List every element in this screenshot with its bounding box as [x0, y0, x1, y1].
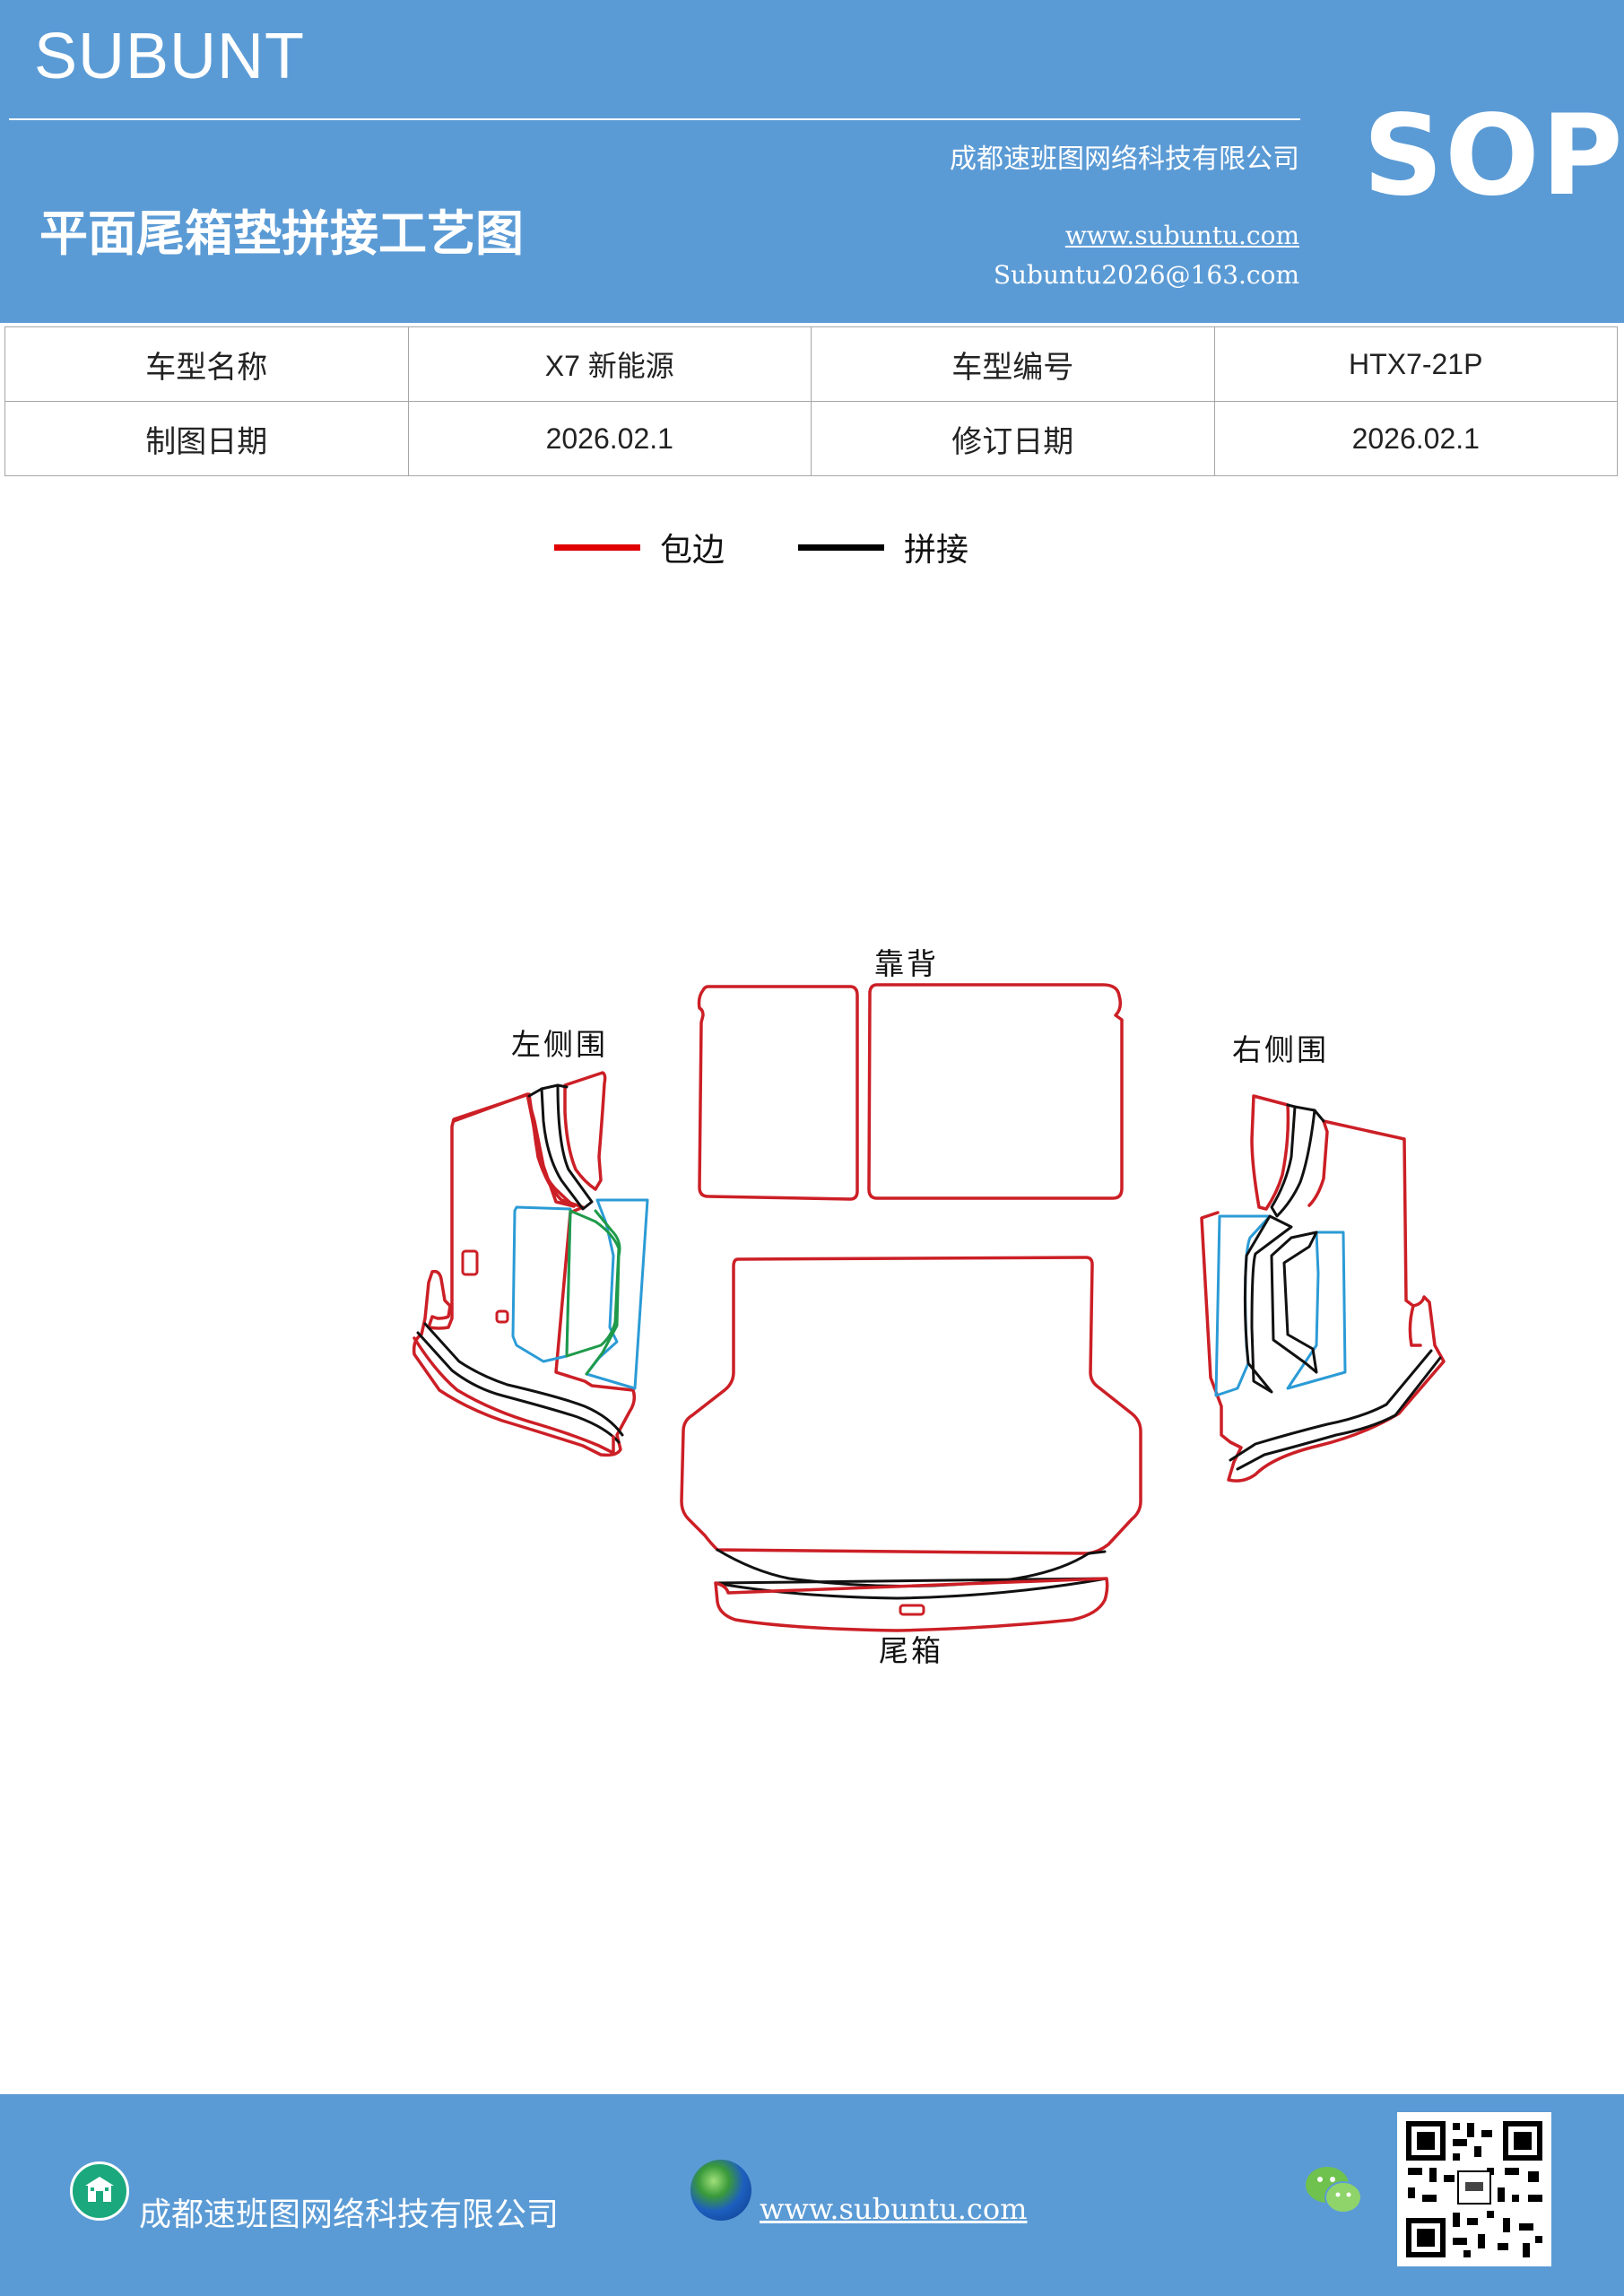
- header-banner: [0, 0, 1624, 323]
- left-side-bottom-edge: [413, 1336, 615, 1455]
- table-cell: 车型名称: [4, 326, 409, 402]
- label-backrest: 靠背: [874, 946, 939, 981]
- left-pillar-strip: [540, 1083, 594, 1211]
- qr-code[interactable]: [1397, 2112, 1551, 2266]
- table-cell: 修订日期: [811, 401, 1215, 476]
- trunk-sill-panel: [714, 1577, 1109, 1632]
- left-side-green-panel: [585, 1209, 621, 1376]
- left-side-bottom-seam: [423, 1322, 624, 1437]
- right-side-blue-panel: [1286, 1231, 1347, 1390]
- legend-label-seam: 拼接: [904, 532, 969, 569]
- right-side-outer-panel: [1200, 1119, 1446, 1483]
- legend-label-edge: 包边: [660, 532, 725, 569]
- left-pillar-strip-edge: [563, 1071, 607, 1191]
- right-pillar-strip: [1286, 1103, 1325, 1123]
- header-divider: [9, 118, 1300, 120]
- header-website-link[interactable]: www.subuntu.com: [1064, 221, 1299, 250]
- left-side-hole: [495, 1309, 509, 1324]
- trunk-floor-panel: [680, 1256, 1142, 1555]
- label-right-side: 右侧围: [1232, 1032, 1329, 1067]
- building-icon: [85, 2177, 114, 2202]
- left-side-bottom-seam: [416, 1331, 621, 1444]
- right-side-pillar-edge: [1250, 1094, 1290, 1211]
- right-pillar-strip: [1270, 1105, 1316, 1218]
- trunk-sill-hook: [899, 1604, 925, 1616]
- building-icon: [70, 2161, 129, 2221]
- label-left-side: 左侧围: [511, 1027, 608, 1062]
- footer-company: 成都速班图网络科技有限公司: [139, 2196, 560, 2233]
- left-side-hole: [461, 1249, 479, 1276]
- right-side-blue-panel: [1214, 1214, 1272, 1397]
- right-side-outer-panel: [1307, 1119, 1422, 1347]
- left-pillar-seam: [527, 1083, 569, 1098]
- brand-name: SUBUNT: [34, 21, 306, 92]
- globe-icon: [690, 2160, 751, 2221]
- backrest-left-panel: [697, 985, 859, 1201]
- wechat-icon[interactable]: [1302, 2161, 1367, 2219]
- sop-badge: SOP: [1363, 91, 1624, 221]
- footer-website-link[interactable]: www.subuntu.com: [760, 2192, 1028, 2226]
- table-cell: 2026.02.1: [407, 401, 812, 476]
- left-side-green-panel: [565, 1209, 621, 1358]
- left-side-outer-panel: [412, 1092, 637, 1457]
- table-row: 车型名称 X7 新能源 车型编号 HTX7-21P: [4, 326, 1618, 402]
- left-side-blue-panel: [585, 1198, 649, 1390]
- left-side-outer-panel: [452, 1092, 576, 1208]
- label-trunk: 尾箱: [879, 1633, 943, 1668]
- vehicle-info-table: 车型名称 X7 新能源 车型编号 HTX7-21P 制图日期 2026.02.1…: [4, 326, 1618, 476]
- qr-code-pattern: [1397, 2112, 1551, 2266]
- table-cell: 车型编号: [811, 326, 1215, 402]
- left-side-blue-panel: [511, 1205, 572, 1363]
- backrest-right-panel: [867, 983, 1124, 1200]
- table-row: 制图日期 2026.02.1 修订日期 2026.02.1: [4, 401, 1618, 476]
- table-cell: 2026.02.1: [1213, 401, 1618, 476]
- right-side-seam-panel: [1270, 1231, 1318, 1374]
- legend-swatch-seam: [798, 544, 885, 551]
- header-company: 成都速班图网络科技有限公司: [950, 144, 1299, 175]
- right-side-seam-panel: [1243, 1214, 1293, 1394]
- document-title: 平面尾箱垫拼接工艺图: [39, 205, 524, 262]
- table-cell: 制图日期: [4, 401, 409, 476]
- table-cell: X7 新能源: [407, 326, 812, 402]
- right-side-bottom-seam: [1236, 1356, 1442, 1471]
- table-cell: HTX7-21P: [1213, 326, 1618, 402]
- legend-swatch-edge: [554, 544, 640, 551]
- legend: 包边 拼接: [554, 525, 1042, 570]
- header-email: Subuntu2026@163.com: [993, 260, 1299, 290]
- right-side-bottom-seam: [1229, 1349, 1433, 1462]
